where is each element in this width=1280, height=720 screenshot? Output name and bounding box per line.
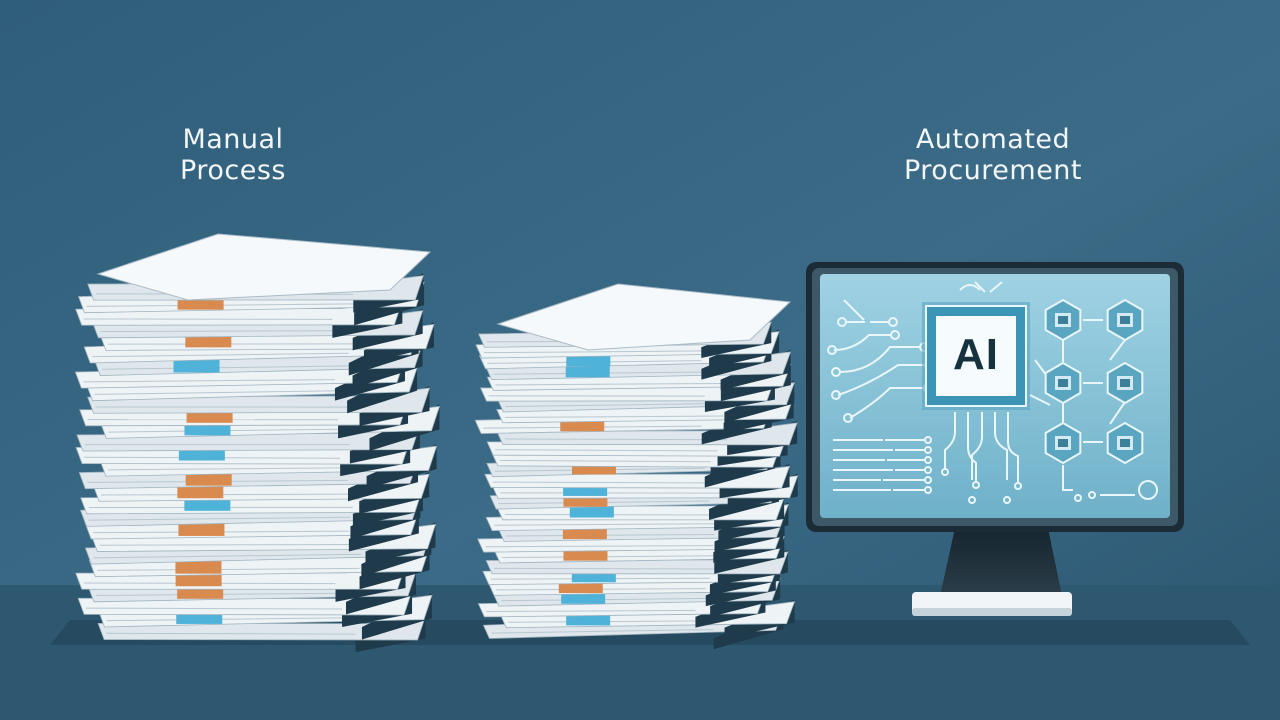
monitor-stand (940, 528, 1062, 596)
manual-heading-line-1: Manual (182, 124, 284, 155)
manual-process-heading: Manual Process (128, 124, 338, 186)
document-stack-icon (74, 233, 441, 653)
computer-monitor-icon (806, 262, 1184, 616)
automated-procurement-heading: Automated Procurement (858, 124, 1128, 186)
manual-heading-line-2: Process (180, 155, 286, 186)
ai-chip-label: AI (953, 330, 999, 379)
circuit-trace-icon (833, 299, 926, 491)
automated-heading-line-2: Procurement (903, 155, 1083, 186)
ai-chip-icon (922, 302, 1030, 410)
document-stack-icon (474, 283, 799, 650)
automated-heading-line-1: Automated (915, 124, 1071, 155)
